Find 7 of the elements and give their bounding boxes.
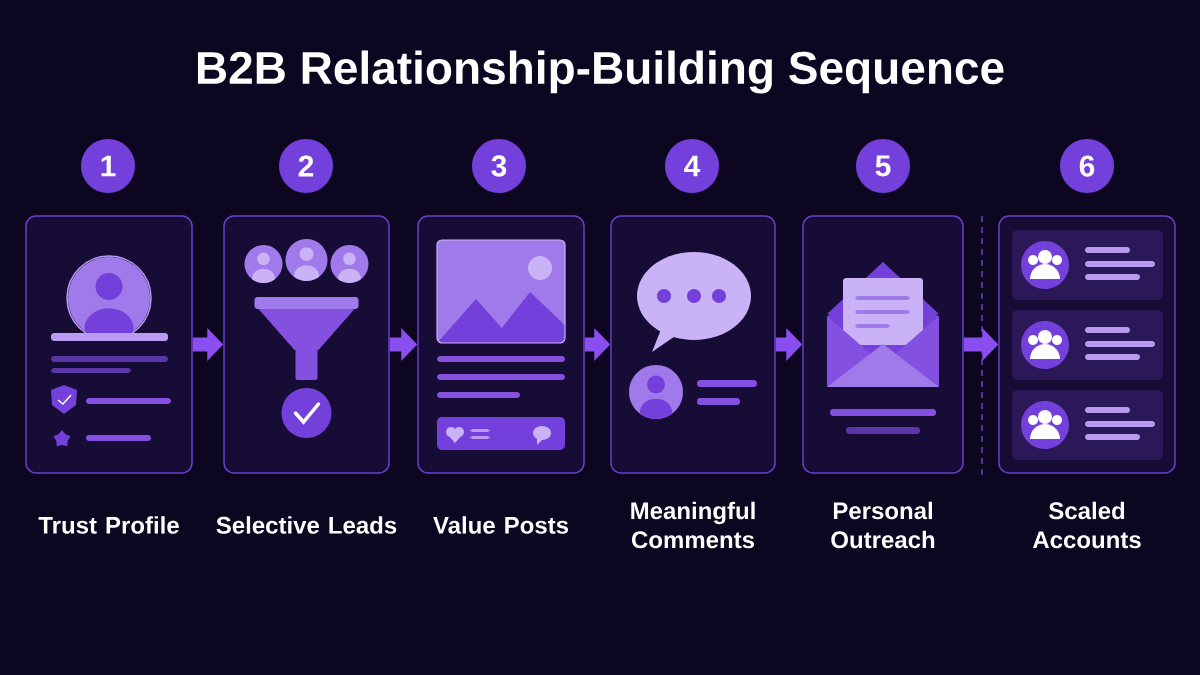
step-label: Value Posts xyxy=(433,516,569,534)
title: B2B Relationship-Building Sequence xyxy=(198,50,1004,94)
step-label: Trust Profile xyxy=(38,516,179,534)
step-label: Scaled Accounts xyxy=(1032,501,1141,549)
step-label: Personal Outreach xyxy=(831,501,935,549)
step-label: Meaningful Comments xyxy=(631,501,755,549)
step-label: Selective Leads xyxy=(216,516,397,534)
